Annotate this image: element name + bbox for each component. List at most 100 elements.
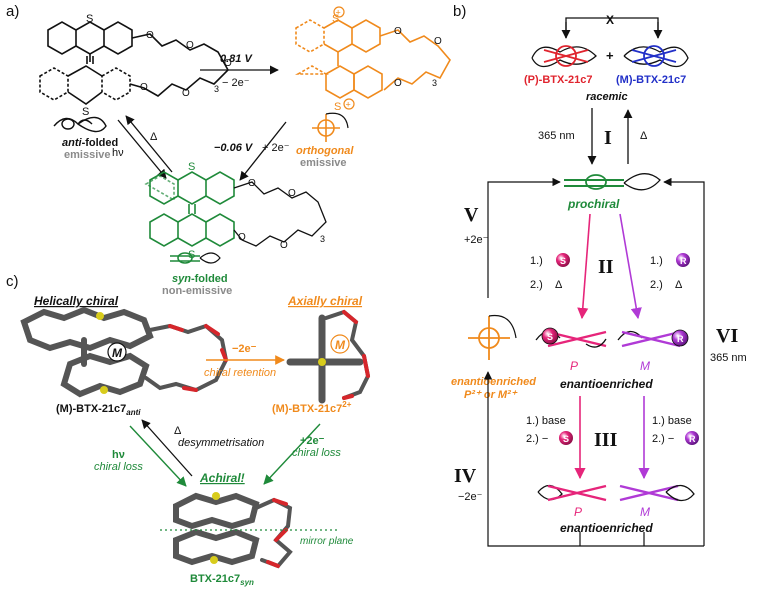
c-reduction-electrons: +2e⁻ xyxy=(300,435,325,447)
prochiral-label: prochiral xyxy=(567,197,620,211)
step-II-arrow-r xyxy=(619,213,642,320)
anti-folded-icon xyxy=(53,116,107,133)
syn-crown-ether xyxy=(233,181,327,247)
prochiral-icon xyxy=(564,173,661,191)
enantio-bottom-label: enantioenriched xyxy=(560,521,653,535)
c-photo-note: chiral loss xyxy=(94,461,143,473)
axial-m-badge-bg xyxy=(330,334,350,354)
mirror-plane-label: mirror plane xyxy=(300,536,354,547)
step-III-m-step2: 2.) − xyxy=(652,433,674,445)
step-I-numeral: I xyxy=(604,127,612,149)
oxidation-electrons: − 2e⁻ xyxy=(222,77,250,89)
step-II-numeral: II xyxy=(598,256,614,278)
anti-sulfur-top: S xyxy=(86,13,93,25)
c-reduction-arrow xyxy=(263,423,321,485)
step-VI-path xyxy=(663,177,705,546)
axial-title: Axially chiral xyxy=(287,294,363,308)
helical-m-badge: M xyxy=(112,346,123,360)
c-oxidation-electrons: −2e⁻ xyxy=(232,343,257,355)
c-photo-light: hν xyxy=(112,449,125,461)
r-auxiliary-label: R xyxy=(680,256,687,266)
forbidden-mark: X xyxy=(606,13,614,27)
thermal-arrow-up xyxy=(125,115,173,173)
axial-m-badge: M xyxy=(335,338,346,352)
panel-a: a) S S O O O O O 3 anti-fold xyxy=(6,3,451,297)
syn-state: non-emissive xyxy=(162,285,232,297)
step-II-arrow-s xyxy=(577,213,591,320)
panel-b: b) X + (P)-BTX-21c7 (M)-BTX-21c7 racemic… xyxy=(451,3,747,547)
step-IV-electrons: −2e⁻ xyxy=(458,491,483,503)
step-III-s-label: S xyxy=(563,434,569,444)
sulfonium-plus-top: + xyxy=(336,8,341,18)
m-isomer-icon xyxy=(623,45,689,68)
step-II-r-heat: Δ xyxy=(675,279,683,291)
step-II-s-step1: 1.) xyxy=(530,255,543,267)
step-II-s-step2: 2.) xyxy=(530,279,543,291)
panel-c-label: c) xyxy=(6,273,19,290)
anti-sulfur-bottom: S xyxy=(82,106,89,118)
syn-folded-name: syn-folded xyxy=(172,273,228,285)
anti-oxygen-4: O xyxy=(140,82,148,93)
p-adduct-s-label: S xyxy=(547,332,553,342)
axial-model xyxy=(286,309,371,404)
ortho-sulfur-top: S xyxy=(332,13,339,25)
step-V-path xyxy=(487,177,561,298)
m-adduct-icon xyxy=(617,330,681,348)
sulfonium-plus-bottom: + xyxy=(346,100,351,110)
anti-subscript: 3 xyxy=(214,84,219,94)
step-V-electrons: +2e⁻ xyxy=(464,234,489,246)
orthogonal-state: emissive xyxy=(300,157,346,169)
ortho-oxygen-1: O xyxy=(394,26,402,37)
syn-folded-icon xyxy=(170,252,221,264)
s-auxiliary-ball xyxy=(556,253,570,267)
syn-oxygen-1: O xyxy=(248,178,256,189)
plus-sign: + xyxy=(606,48,614,63)
p-adduct-s-ball xyxy=(541,327,559,345)
step-IV-numeral: IV xyxy=(454,465,477,487)
anti-oxygen-3: O xyxy=(224,58,232,69)
oxidation-potential: 0.81 V xyxy=(220,53,253,65)
achiral-title: Achiral! xyxy=(199,471,245,485)
p-label-bottom: P xyxy=(574,505,582,519)
syn-oxygen-3: O xyxy=(238,232,246,243)
reduction-potential: −0.06 V xyxy=(214,142,254,154)
achiral-sulfur-2 xyxy=(210,556,218,564)
step-III-m-step1: 1.) base xyxy=(652,415,692,427)
helical-sulfur-2 xyxy=(100,386,108,394)
ortho-compound-name: (M)-BTX-21c72+ xyxy=(272,400,352,415)
syn-oxygen-4: O xyxy=(280,240,288,251)
step-IV-path xyxy=(487,400,704,547)
step-III-r-ball xyxy=(685,431,699,445)
m-isomer-name: (M)-BTX-21c7 xyxy=(616,74,686,86)
syn-oxygen-2: O xyxy=(288,188,296,199)
m-adduct-r-ball xyxy=(671,329,689,347)
sulfonium-charge-top xyxy=(333,6,345,18)
anti-compound-name: (M)-BTX-21c7anti xyxy=(56,403,141,417)
p-label-mid: P xyxy=(570,359,578,373)
step-I-heat: Δ xyxy=(640,130,648,142)
step-I-light: 365 nm xyxy=(538,130,575,142)
p-isomer-name: (P)-BTX-21c7 xyxy=(524,74,592,86)
ortho-sulfur-bottom: S xyxy=(334,101,341,113)
helical-m-badge-bg xyxy=(107,342,127,362)
p-product-icon xyxy=(537,484,607,502)
s-auxiliary-label: S xyxy=(560,256,566,266)
enantio-left-line2: P²⁺ or M²⁺ xyxy=(464,389,518,401)
step-III-numeral: III xyxy=(594,429,618,451)
c-photo-arrow xyxy=(129,425,187,487)
achiral-sulfur-1 xyxy=(212,492,220,500)
enantio-mid-label: enantioenriched xyxy=(560,377,653,391)
reduction-arrow xyxy=(239,121,287,181)
m-label-bottom: M xyxy=(640,505,650,519)
photo-heat: Δ xyxy=(150,131,158,143)
anti-oxygen-5: O xyxy=(182,88,190,99)
anti-state: emissive xyxy=(64,149,110,161)
step-III-p-step1: 1.) base xyxy=(526,415,566,427)
sulfonium-charge-bottom xyxy=(343,98,355,110)
photo-arrow-down xyxy=(117,119,167,179)
m-label-mid: M xyxy=(640,359,650,373)
orthogonal-molecule xyxy=(294,19,451,99)
c-reduction-note: chiral loss xyxy=(292,447,341,459)
reduction-electrons: + 2e⁻ xyxy=(262,142,290,154)
